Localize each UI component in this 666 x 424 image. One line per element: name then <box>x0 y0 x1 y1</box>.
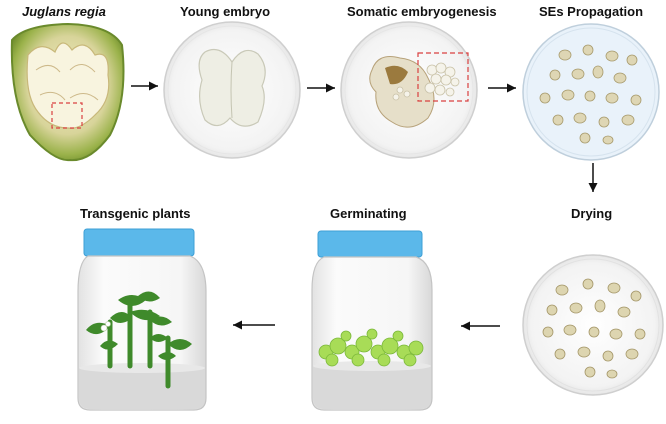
label-somatic-embryogenesis: Somatic embryogenesis <box>347 4 497 19</box>
jar-lid <box>317 230 423 258</box>
label-young-embryo: Young embryo <box>180 4 271 19</box>
young-embryo-dish <box>163 21 301 159</box>
embryogenic-callus <box>392 62 460 101</box>
culture-medium <box>313 366 431 409</box>
label-drying: Drying <box>571 206 613 221</box>
transgenic-plants-jar <box>77 228 207 411</box>
plant-leaves <box>86 291 192 360</box>
somatic-embryogenesis-dish <box>340 21 478 159</box>
label-germinating: Germinating <box>330 206 407 221</box>
highlight-box-walnut <box>51 102 83 129</box>
culture-medium <box>79 368 205 409</box>
walnut-cross-section <box>10 22 125 162</box>
highlight-box-callus <box>417 52 469 102</box>
germinating-sprouts <box>318 328 424 367</box>
germinating-jar <box>311 230 433 411</box>
label-ses-propagation: SEs Propagation <box>539 4 644 19</box>
somatic-embryos <box>539 44 642 145</box>
ses-propagation-dish <box>522 23 660 161</box>
label-juglans-regia: Juglans regia <box>22 4 106 19</box>
dried-embryos <box>542 278 646 379</box>
jar-lid <box>83 228 195 257</box>
drying-dish <box>522 254 664 396</box>
young-embryo <box>198 49 266 127</box>
plant-stems <box>107 302 171 389</box>
label-transgenic-plants: Transgenic plants <box>80 206 191 221</box>
